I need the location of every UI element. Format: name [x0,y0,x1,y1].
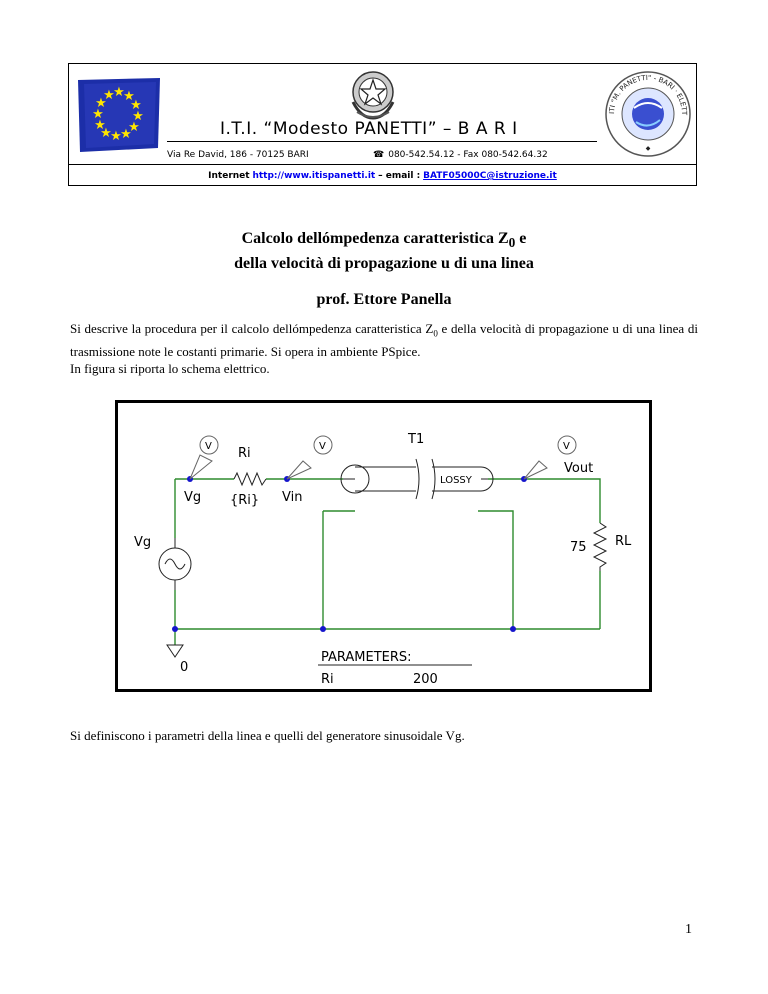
document-title: Calcolo dellómpedenza caratteristica Z0 … [0,228,768,274]
svg-text:★: ★ [130,98,142,113]
email-link[interactable]: BATF05000C@istruzione.it [423,171,557,181]
probe-label: V [319,441,326,452]
vg-source-label: Vg [134,535,151,550]
svg-text:★: ★ [110,129,122,144]
voltage-probe-icon: V [523,435,577,480]
internet-label: Internet [208,171,250,181]
parameters-title: PARAMETERS: [321,650,412,665]
intro-text: mpedenza caratteristica Z [298,321,434,336]
parameter-value: 200 [413,672,438,687]
circuit-schematic: Ri {Ri} Vg Vin Vout V V V T [115,400,652,692]
ground-icon [166,644,184,658]
wire [488,478,601,523]
vout-node-label: Vout [564,461,593,476]
title-part: mpedenza caratteristica Z [330,230,509,247]
svg-text:★: ★ [94,118,106,133]
intro-text: Si descrive la procedura per il calcolo … [70,321,293,336]
svg-text:★: ★ [128,120,140,135]
node-dot [172,626,178,632]
ground-label: 0 [180,660,188,675]
vin-node-label: Vin [282,490,302,505]
phone-fax-text: 080-542.54.12 - Fax 080-542.64.32 [388,150,548,160]
wire [478,510,514,629]
title-part: Calcolo dell [241,230,323,247]
voltage-probe-icon: V [189,435,219,480]
name-underline [167,141,597,142]
svg-text:★: ★ [120,127,132,142]
probe-label: V [205,441,212,452]
eu-flag-icon: ★★★ ★★★ ★★★ ★★★ [78,78,160,152]
vg-node-label: Vg [184,490,201,505]
voltage-probe-icon: V [286,435,333,480]
title-subscript: 0 [508,235,516,251]
phone-icon: ☎ [373,150,385,160]
school-phone: ☎080-542.54.12 - Fax 080-542.64.32 [373,150,548,160]
resistor-rl-symbol [592,522,608,571]
ri-label: Ri [238,446,251,461]
intro-subscript: 0 [433,328,438,339]
parameter-name: Ri [321,672,334,687]
title-part: e [515,230,527,247]
svg-text:★: ★ [100,126,112,141]
school-name: I.T.I. “Modesto PANETTI” – B A R I [220,119,518,139]
title-glyph: ó [322,230,331,247]
contact-line: Internet http://www.itispanetti.it – ema… [69,171,696,181]
letterhead: ★★★ ★★★ ★★★ ★★★ I.T.I. “Modesto PANETTI”… [68,63,697,186]
node-dot [320,626,326,632]
italian-republic-emblem-icon [351,71,395,120]
rl-value: 75 [570,540,587,555]
intro-text-2: In figura si riporta lo schema elettrico… [70,360,270,376]
intro-paragraph: Si descrive la procedura per il calcolo … [70,320,698,377]
email-label: – email : [378,171,421,181]
intro-glyph: ó [292,321,299,336]
resistor-ri-symbol [233,471,267,487]
svg-text:★: ★ [123,89,135,104]
lossy-label: LOSSY [440,475,473,486]
t1-label: T1 [407,432,424,447]
node-dot [510,626,516,632]
body-paragraph: Si definiscono i parametri della linea e… [70,728,465,743]
title-line-2: della velocità di propagazione u di una … [234,255,534,273]
school-address: Via Re David, 186 - 70125 BARI [167,150,309,160]
author: prof. Ettore Panella [316,291,452,308]
svg-text:◆: ◆ [646,145,651,152]
svg-text:★: ★ [113,85,125,100]
svg-text:★: ★ [132,109,144,124]
ri-value: {Ri} [230,493,259,508]
svg-text:★: ★ [103,88,115,103]
website-link[interactable]: http://www.itispanetti.it [252,171,376,181]
intro-text: e della velocità di propagazione u di un… [70,321,699,359]
school-logo-icon: ITI "M. PANETTI" - BARI · ELETTROTECNICA… [604,68,691,157]
transmission-line-t1-symbol [340,458,494,500]
page-number: 1 [685,922,692,937]
schematic-svg: Ri {Ri} Vg Vin Vout V V V T [134,432,632,687]
svg-text:★: ★ [95,96,107,111]
probe-label: V [563,441,570,452]
header-divider [69,164,696,165]
svg-text:★: ★ [92,107,104,122]
sine-source-vg-symbol [158,538,192,590]
rl-label: RL [615,534,632,549]
